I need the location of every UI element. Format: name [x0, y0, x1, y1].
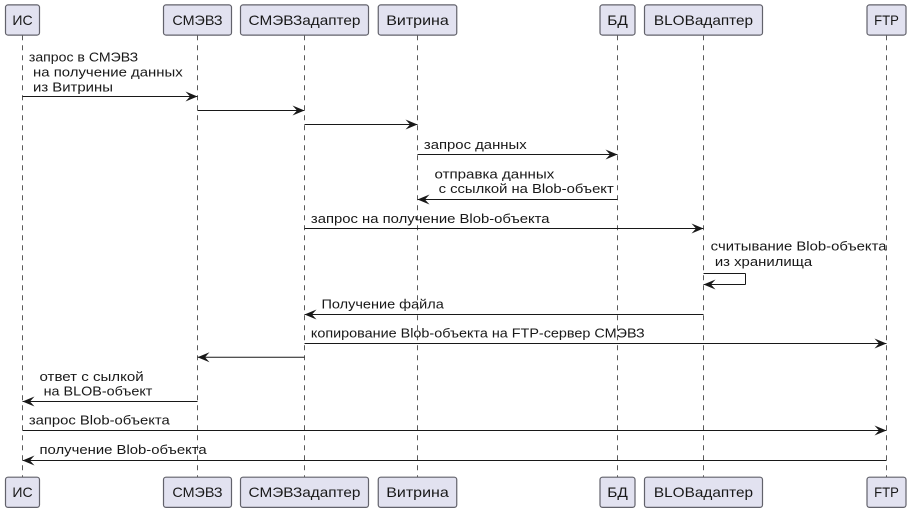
svg-text:с ссылкой на Blob-объект: с ссылкой на Blob-объект	[439, 181, 614, 196]
svg-text:BLOBадаптер: BLOBадаптер	[654, 484, 753, 500]
svg-text:из хранилища: из хранилища	[715, 254, 813, 269]
svg-text:запрос на получение Blob-объек: запрос на получение Blob-объекта	[311, 211, 551, 226]
svg-text:СМЭВЗадаптер: СМЭВЗадаптер	[249, 484, 361, 500]
svg-text:на получение данных: на получение данных	[33, 64, 183, 79]
svg-text:BLOBадаптер: BLOBадаптер	[654, 12, 753, 28]
svg-text:запрос данных: запрос данных	[424, 137, 527, 152]
svg-text:БД: БД	[607, 484, 628, 500]
svg-text:БД: БД	[607, 12, 628, 28]
svg-text:получение Blob-объекта: получение Blob-объекта	[40, 442, 208, 457]
svg-text:СМЭВЗадаптер: СМЭВЗадаптер	[249, 12, 361, 28]
svg-text:FTP: FTP	[874, 12, 899, 28]
svg-text:ИС: ИС	[12, 484, 32, 500]
svg-text:ответ с сылкой: ответ с сылкой	[40, 369, 144, 384]
svg-text:Витрина: Витрина	[386, 484, 449, 500]
svg-text:на BLOB-объект: на BLOB-объект	[44, 383, 153, 398]
svg-text:запрос в СМЭВЗ: запрос в СМЭВЗ	[29, 49, 138, 64]
svg-text:запрос Blob-объекта: запрос Blob-объекта	[29, 413, 171, 428]
svg-text:считывание Blob-объекта: считывание Blob-объекта	[711, 238, 888, 253]
svg-text:Получение файла: Получение файла	[322, 296, 445, 311]
svg-text:Витрина: Витрина	[386, 12, 449, 28]
svg-text:СМЭВЗ: СМЭВЗ	[172, 484, 222, 500]
svg-text:из Витрины: из Витрины	[33, 79, 113, 94]
svg-text:отправка данных: отправка данных	[435, 166, 555, 181]
svg-text:ИС: ИС	[12, 12, 32, 28]
svg-text:СМЭВЗ: СМЭВЗ	[172, 12, 222, 28]
svg-text:FTP: FTP	[874, 484, 899, 500]
svg-text:копирование Blob-объекта на FT: копирование Blob-объекта на FTP-сервер С…	[311, 325, 645, 340]
